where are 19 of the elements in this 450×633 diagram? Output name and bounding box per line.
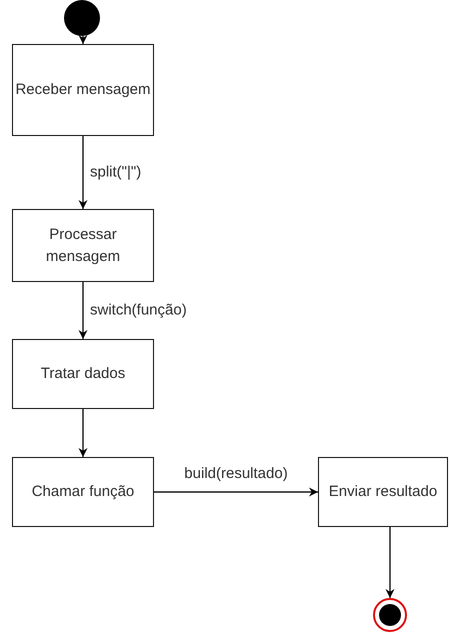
action-box	[12, 339, 154, 409]
arrow	[78, 282, 88, 339]
action-box	[12, 457, 154, 527]
arrow	[78, 409, 88, 457]
action-box	[12, 209, 154, 282]
arrow	[78, 136, 88, 209]
arrow	[78, 35, 88, 44]
arrow	[386, 527, 394, 598]
action-label: Chamar função	[32, 482, 134, 502]
edge-label: build(resultado)	[182, 465, 290, 482]
action-label: Processar mensagem	[44, 224, 122, 266]
action-box	[318, 457, 448, 527]
action-label: Tratar dados	[40, 364, 126, 384]
arrow	[154, 488, 318, 496]
edge-label: split("|")	[88, 164, 144, 180]
action-label: Receber mensagem	[15, 80, 151, 100]
action-label: Enviar resultado	[328, 482, 438, 502]
action-box	[12, 44, 154, 136]
edge-label: switch(função)	[88, 302, 189, 318]
